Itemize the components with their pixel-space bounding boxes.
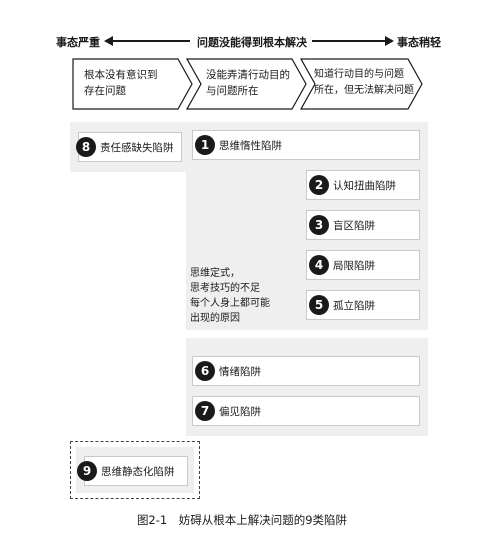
trap-6-box: 6 情绪陷阱: [192, 356, 420, 386]
trap-4-number: 4: [309, 255, 329, 275]
trap-3-number: 3: [309, 215, 329, 235]
trap-8-box: 8 责任感缺失陷阱: [76, 132, 182, 162]
axis-left-label: 事态严重: [56, 36, 100, 49]
trap-8-label: 责任感缺失陷阱: [100, 142, 174, 154]
axis-center-label: 问题没能得到根本解决: [197, 36, 307, 49]
trap-2-label: 认知扭曲陷阱: [333, 180, 396, 192]
trap-9-number: 9: [77, 461, 97, 481]
arrow-right-head: [385, 36, 394, 46]
trap-9-box: 9 思维静态化陷阱: [77, 456, 188, 486]
trap-4-label: 局限陷阱: [333, 260, 375, 272]
cause-note-line-1: 思维定式，: [190, 268, 240, 279]
stage-1-chevron-shape: [72, 58, 193, 110]
stage-2-line2: 与问题所在: [206, 85, 259, 97]
stage-2-chevron-shape: [186, 58, 307, 110]
trap-2-number: 2: [309, 175, 329, 195]
cause-note: 思维定式， 思考技巧的不足 每个人身上都可能 出现的原因: [190, 266, 270, 326]
figure-caption: 图2-1 妨碍从根本上解决问题的9类陷阱: [136, 513, 348, 527]
cause-note-line-4: 出现的原因: [190, 313, 240, 324]
trap-6-number: 6: [195, 361, 215, 381]
stage-2: 没能弄清行动目的 与问题所在: [186, 58, 308, 110]
stage-1-text: 根本没有意识到 存在问题: [84, 67, 158, 99]
stage-3-line2: 所在，但无法解决问题: [314, 85, 414, 96]
trap-2-box: 2 认知扭曲陷阱: [306, 170, 420, 200]
trap-1-number: 1: [195, 135, 215, 155]
trap-7-box: 7 偏见陷阱: [192, 396, 420, 426]
trap-5-box: 5 孤立陷阱: [306, 290, 420, 320]
stage-3-text: 知道行动目的与问题 所在，但无法解决问题: [314, 67, 414, 99]
stage-3-chevron-shape: [300, 58, 423, 110]
arrow-line-left: [112, 40, 190, 42]
stage-1-line2: 存在问题: [84, 85, 126, 97]
trap-9-label: 思维静态化陷阱: [101, 466, 175, 478]
trap-7-label: 偏见陷阱: [219, 406, 261, 418]
arrow-left-head: [104, 36, 113, 46]
arrow-line-right: [312, 40, 386, 42]
trap-6-label: 情绪陷阱: [219, 366, 261, 378]
stage-3-line1: 知道行动目的与问题: [314, 69, 404, 80]
trap-8-number: 8: [76, 137, 96, 157]
cause-note-line-2: 思考技巧的不足: [190, 283, 260, 294]
trap-7-number: 7: [195, 401, 215, 421]
trap-3-box: 3 盲区陷阱: [306, 210, 420, 240]
stage-3: 知道行动目的与问题 所在，但无法解决问题: [300, 58, 424, 110]
stage-1-line1: 根本没有意识到: [84, 69, 158, 81]
stage-2-line1: 没能弄清行动目的: [206, 69, 290, 81]
axis-right-label: 事态稍轻: [397, 36, 441, 49]
trap-4-box: 4 局限陷阱: [306, 250, 420, 280]
cause-note-line-3: 每个人身上都可能: [190, 298, 270, 309]
stage-2-text: 没能弄清行动目的 与问题所在: [206, 67, 290, 99]
trap-3-label: 盲区陷阱: [333, 220, 375, 232]
stage-1: 根本没有意识到 存在问题: [72, 58, 194, 110]
trap-1-box: 1 思维惰性陷阱: [192, 130, 420, 160]
trap-1-label: 思维惰性陷阱: [219, 140, 282, 152]
trap-5-number: 5: [309, 295, 329, 315]
trap-9-dashed-frame: [70, 441, 200, 499]
trap-5-label: 孤立陷阱: [333, 300, 375, 312]
